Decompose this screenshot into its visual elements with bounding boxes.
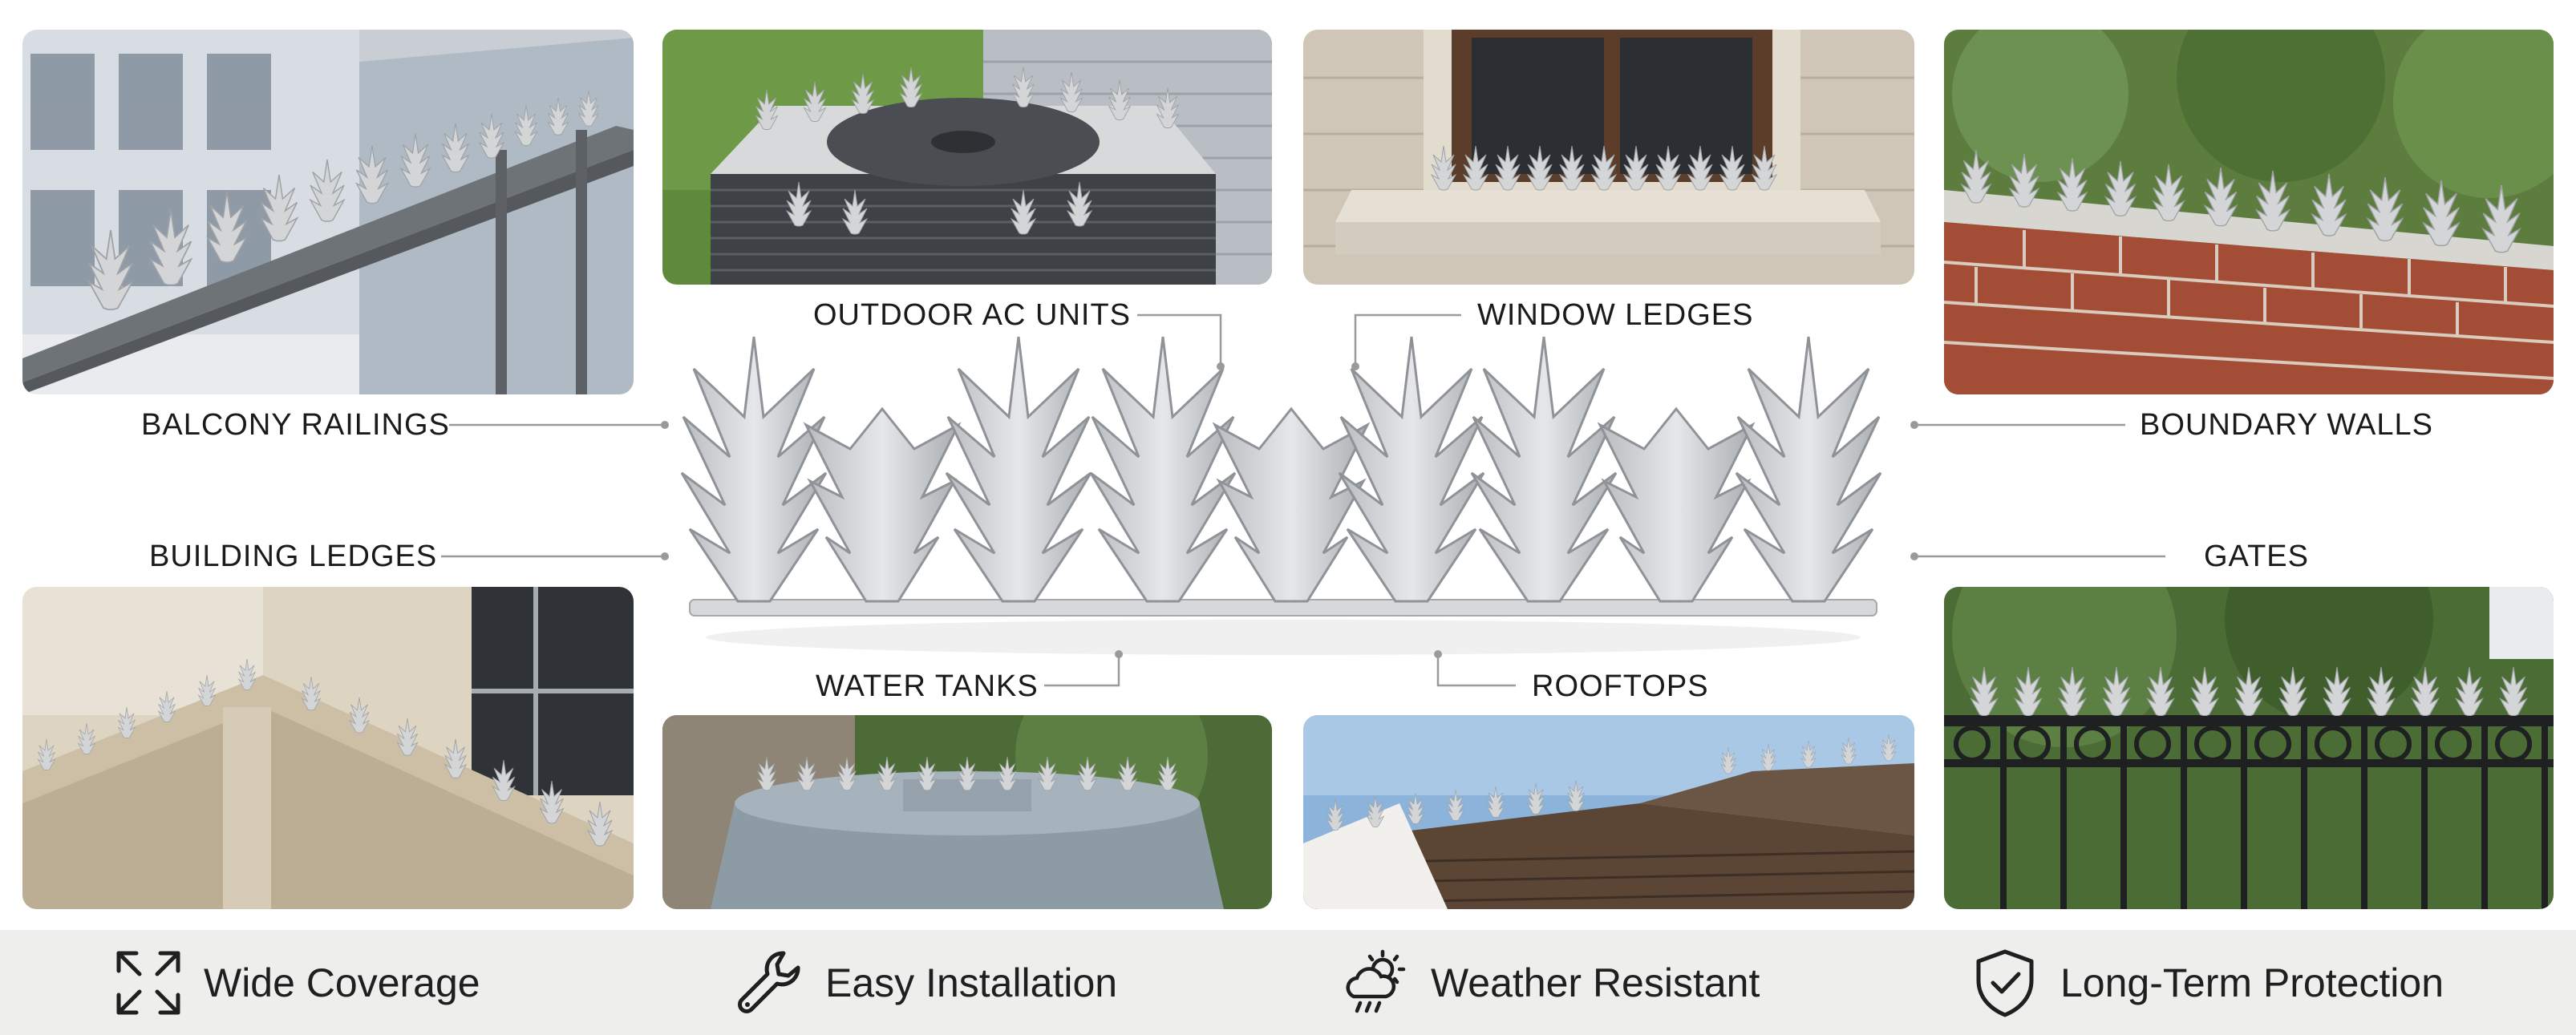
photo-water-tanks xyxy=(662,715,1272,909)
feature-weather-resistant: Weather Resistant xyxy=(1339,930,1760,1035)
wrench-icon xyxy=(738,951,800,1013)
feature-label: Easy Installation xyxy=(825,960,1118,1005)
feature-label: Weather Resistant xyxy=(1431,960,1760,1005)
label-window-ledges: WINDOW LEDGES xyxy=(1477,298,1754,332)
photo-balcony-railings xyxy=(22,30,634,394)
feature-bar: Wide Coverage Easy Installation Weather … xyxy=(0,930,2576,1035)
label-rooftops: ROOFTOPS xyxy=(1532,669,1709,703)
shield-check-icon xyxy=(1976,949,2034,1017)
label-outdoor-ac-units: OUTDOOR AC UNITS xyxy=(813,298,1132,332)
feature-wide-coverage: Wide Coverage xyxy=(112,930,480,1035)
feature-label: Long-Term Protection xyxy=(2060,960,2444,1005)
feature-label: Wide Coverage xyxy=(204,960,480,1005)
photo-building-ledges xyxy=(22,587,634,909)
feature-easy-installation: Easy Installation xyxy=(734,930,1117,1035)
photo-rooftops xyxy=(1303,715,1914,909)
label-gates: GATES xyxy=(2204,540,2309,573)
photo-window-ledges xyxy=(1303,30,1914,285)
expand-arrows-icon xyxy=(116,951,180,1014)
photo-outdoor-ac-units xyxy=(662,30,1272,285)
sun-cloud-rain-icon xyxy=(1346,949,1406,1013)
label-boundary-walls: BOUNDARY WALLS xyxy=(2140,408,2433,442)
feature-long-term-protection: Long-Term Protection xyxy=(1969,930,2444,1035)
label-water-tanks: WATER TANKS xyxy=(816,669,1039,703)
label-building-ledges: BUILDING LEDGES xyxy=(149,540,438,573)
photo-boundary-walls xyxy=(1944,30,2554,394)
product-spike-strip xyxy=(666,321,1901,657)
label-balcony-railings: BALCONY RAILINGS xyxy=(141,408,450,442)
photo-gates xyxy=(1944,587,2554,909)
